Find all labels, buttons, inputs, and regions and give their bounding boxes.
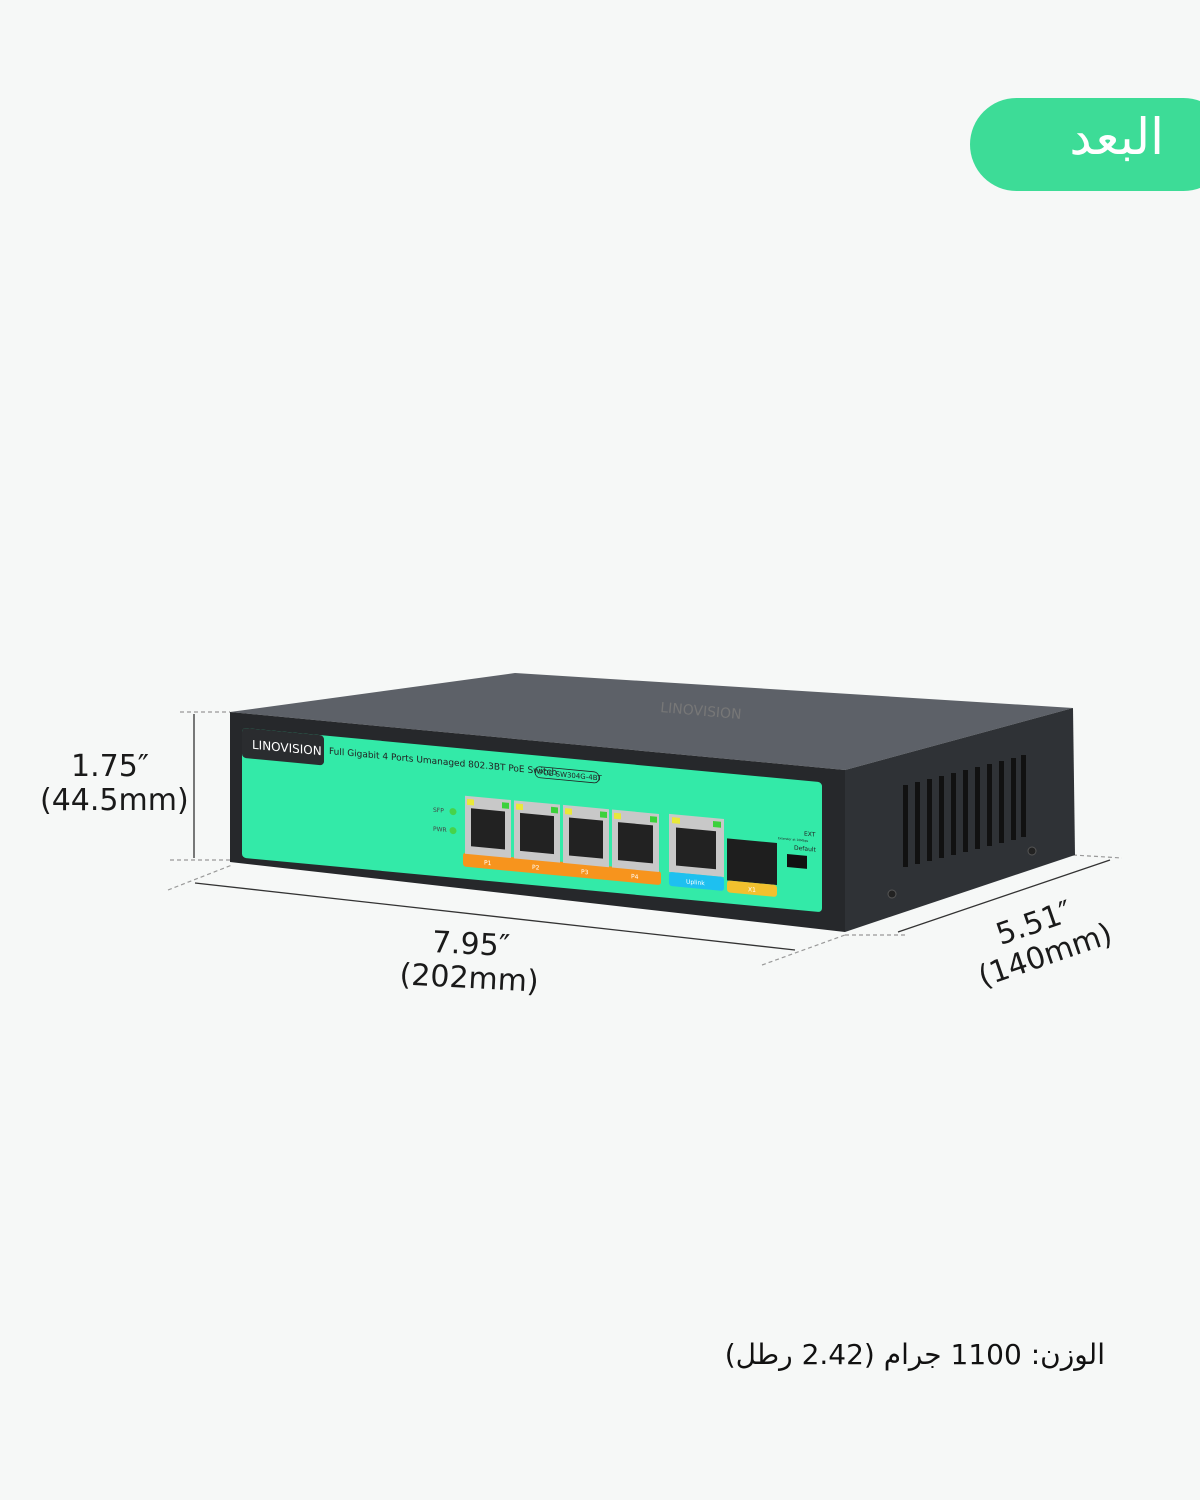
port-label-p4: P4 bbox=[631, 873, 639, 881]
dimension-guides bbox=[167, 711, 1123, 966]
switch-sublabel: Extender at 10Mbps bbox=[778, 836, 809, 843]
uplink-strip bbox=[669, 872, 724, 891]
height-inches: 1.75″ bbox=[70, 749, 149, 784]
sfp-strip bbox=[727, 880, 777, 897]
dimension-arrows bbox=[193, 714, 1111, 951]
led-pwr bbox=[449, 827, 457, 835]
ext-toggle-switch[interactable] bbox=[787, 853, 807, 869]
poe-port-strip bbox=[463, 852, 661, 885]
switch-top bbox=[230, 673, 1073, 770]
switch-default-label: Default bbox=[794, 845, 817, 854]
uplink-label: Uplink bbox=[686, 878, 705, 887]
weight-text: الوزن: 1100 جرام (2.42 رطل) bbox=[724, 1338, 1105, 1371]
logo-tab bbox=[242, 728, 324, 766]
port-label-p1: P1 bbox=[484, 860, 492, 868]
poe-ports bbox=[465, 795, 659, 872]
led-label-sfp: SFP bbox=[433, 807, 444, 815]
screw bbox=[887, 889, 897, 899]
led-label-pwr: PWR bbox=[433, 826, 447, 834]
vent-slots bbox=[903, 755, 1026, 867]
sfp-label: X1 bbox=[748, 886, 756, 894]
badge-label: البعد bbox=[1069, 108, 1164, 166]
width-dimension: 7.95″ (202mm) bbox=[388, 924, 551, 1000]
brand-logo: LINOVISION bbox=[252, 738, 322, 759]
led-sfp bbox=[449, 808, 457, 816]
switch-label: EXT bbox=[804, 831, 816, 839]
port-label-p3: P3 bbox=[581, 869, 589, 877]
height-dimension: 1.75″ (44.5mm) bbox=[40, 749, 189, 818]
switch-side bbox=[845, 708, 1075, 932]
screw bbox=[1027, 846, 1037, 856]
sfp-port[interactable] bbox=[727, 838, 777, 886]
dimensions-badge: البعد bbox=[970, 98, 1200, 191]
top-logo: LINOVISION bbox=[660, 700, 742, 723]
height-mm: (44.5mm) bbox=[40, 783, 189, 818]
port-label-p2: P2 bbox=[532, 864, 540, 872]
